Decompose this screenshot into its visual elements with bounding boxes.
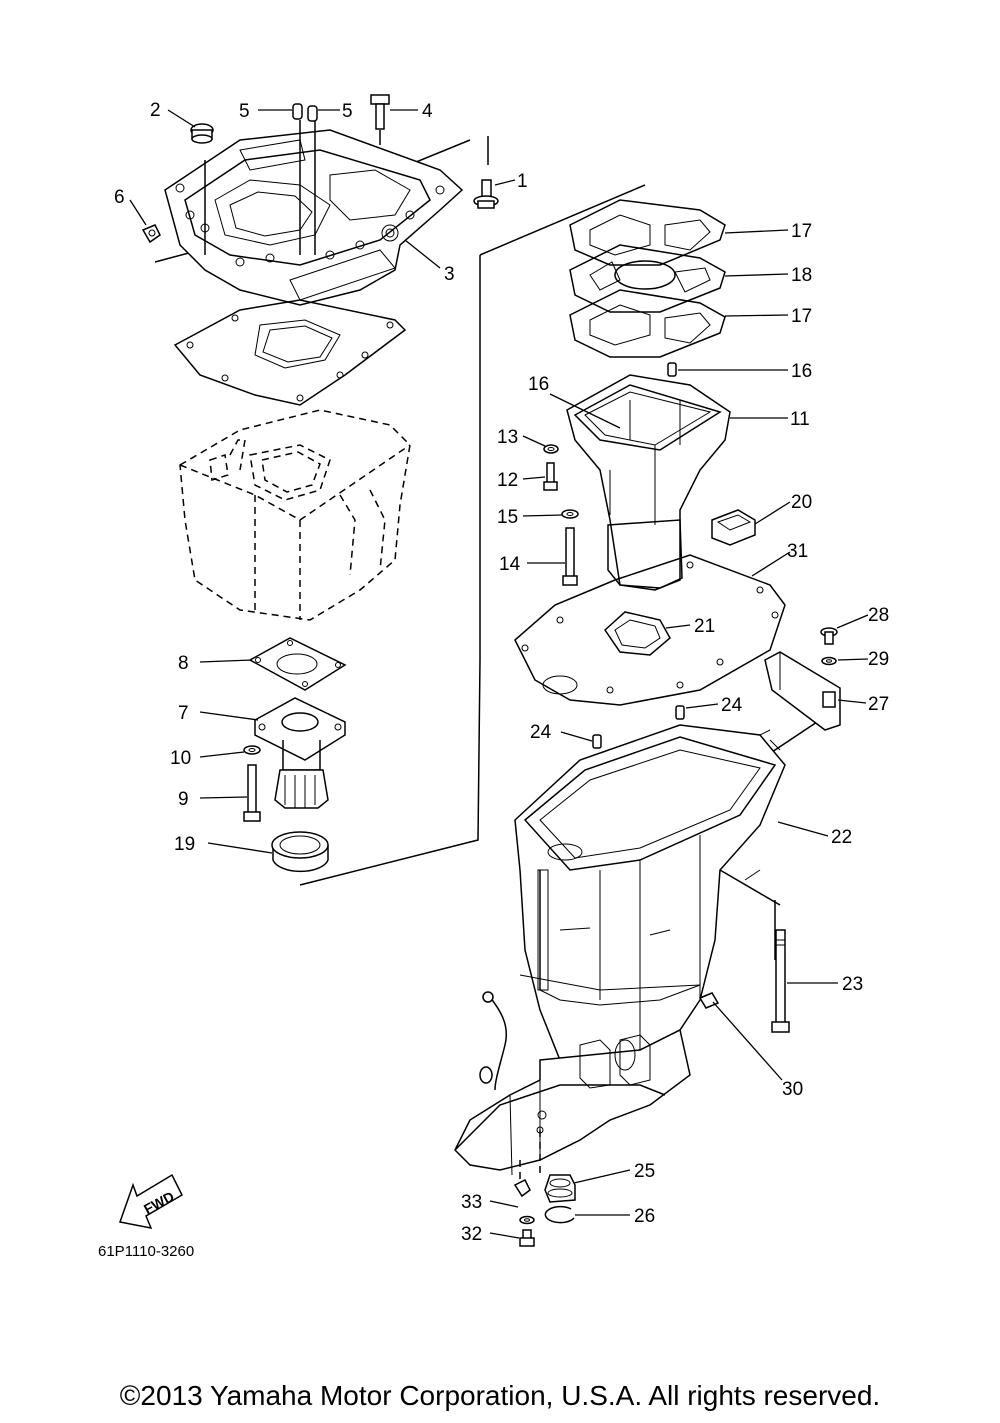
oil-strainer-part-7 bbox=[254, 697, 346, 809]
gaskets-part-17-18 bbox=[569, 199, 726, 358]
callout-23: 23 bbox=[842, 974, 863, 995]
gasket-plate-upper bbox=[173, 299, 407, 406]
copyright-notice: ©2013 Yamaha Motor Corporation, U.S.A. A… bbox=[119, 1380, 881, 1411]
leader-lines bbox=[129, 109, 869, 1239]
plug-part-2 bbox=[190, 123, 214, 144]
callout-20: 20 bbox=[791, 492, 812, 513]
callout-16b: 16 bbox=[791, 361, 812, 382]
callout-9: 9 bbox=[178, 789, 189, 810]
upper-casing-part-22 bbox=[514, 724, 786, 1061]
callout-30: 30 bbox=[782, 1079, 803, 1100]
callout-21: 21 bbox=[694, 616, 715, 637]
callout-24a: 24 bbox=[721, 695, 743, 716]
gasket-part-31 bbox=[514, 554, 786, 706]
seal-part-20 bbox=[711, 509, 756, 546]
washer-part-29 bbox=[821, 656, 837, 666]
washer-part-15 bbox=[561, 509, 579, 519]
callout-15: 15 bbox=[497, 507, 518, 528]
callout-16a: 16 bbox=[528, 374, 549, 395]
callout-12: 12 bbox=[497, 470, 518, 491]
bolt-part-9 bbox=[243, 764, 261, 822]
callout-17a: 17 bbox=[791, 221, 812, 242]
ground-cable bbox=[479, 991, 507, 1091]
bolt-part-23 bbox=[771, 929, 790, 1033]
callout-7: 7 bbox=[178, 703, 189, 724]
callout-32: 32 bbox=[461, 1224, 482, 1245]
pins-part-24 bbox=[592, 705, 685, 749]
callout-31: 31 bbox=[787, 541, 808, 562]
callout-19: 19 bbox=[174, 834, 195, 855]
callout-5a: 5 bbox=[239, 101, 250, 122]
callout-6: 6 bbox=[114, 187, 125, 208]
callout-1: 1 bbox=[517, 171, 528, 192]
bolt-part-14 bbox=[562, 527, 578, 586]
callout-26: 26 bbox=[634, 1206, 655, 1227]
grommet-part-30 bbox=[698, 992, 720, 1009]
nut-part-25 bbox=[544, 1174, 576, 1203]
callout-29: 29 bbox=[868, 649, 889, 670]
seal-ring-part-19 bbox=[271, 831, 329, 873]
callout-3: 3 bbox=[444, 264, 455, 285]
callout-25: 25 bbox=[634, 1161, 655, 1182]
circlip-part-26 bbox=[544, 1205, 575, 1224]
seal-part-21 bbox=[604, 611, 671, 656]
callout-10: 10 bbox=[170, 748, 191, 769]
callout-5b: 5 bbox=[342, 101, 353, 122]
bolt-part-1 bbox=[473, 179, 499, 209]
washer-part-10 bbox=[243, 745, 261, 755]
callout-2: 2 bbox=[150, 100, 161, 121]
bolt-part-32 bbox=[519, 1229, 535, 1247]
callout-4: 4 bbox=[422, 101, 433, 122]
callout-24b: 24 bbox=[530, 722, 552, 743]
callout-33: 33 bbox=[461, 1192, 482, 1213]
grommet-small bbox=[513, 1178, 531, 1198]
fwd-label: FWD bbox=[141, 1188, 177, 1217]
small-plug-part-6 bbox=[141, 224, 161, 244]
oil-pan-dashed bbox=[179, 409, 411, 621]
part-number-code: 61P1110-3260 bbox=[98, 1243, 194, 1260]
washer-part-33 bbox=[519, 1215, 535, 1225]
gasket-part-8 bbox=[248, 637, 347, 691]
bolt-part-12 bbox=[543, 462, 558, 491]
dowel-pins-part-5 bbox=[292, 103, 318, 122]
callout-14: 14 bbox=[499, 554, 521, 575]
bolt-part-28 bbox=[820, 627, 838, 645]
washer-part-13 bbox=[543, 444, 559, 454]
fwd-arrow-icon: FWD bbox=[119, 1173, 183, 1230]
callout-27: 27 bbox=[868, 694, 889, 715]
callout-labels: 1 2 3 4 5 5 6 7 8 9 10 11 12 13 14 15 16… bbox=[114, 100, 889, 1245]
bolt-part-4 bbox=[370, 94, 390, 130]
callout-13: 13 bbox=[497, 427, 518, 448]
callout-11: 11 bbox=[790, 409, 810, 430]
callout-18: 18 bbox=[791, 265, 812, 286]
callout-22: 22 bbox=[831, 827, 852, 848]
upper-casing-part-3 bbox=[164, 120, 464, 306]
plate-part-27 bbox=[764, 651, 841, 731]
callout-28: 28 bbox=[868, 605, 889, 626]
exhaust-manifold-part-11 bbox=[566, 374, 731, 591]
callout-17b: 17 bbox=[791, 306, 812, 327]
lower-casing-plate bbox=[454, 1028, 691, 1180]
callout-8: 8 bbox=[178, 653, 189, 674]
